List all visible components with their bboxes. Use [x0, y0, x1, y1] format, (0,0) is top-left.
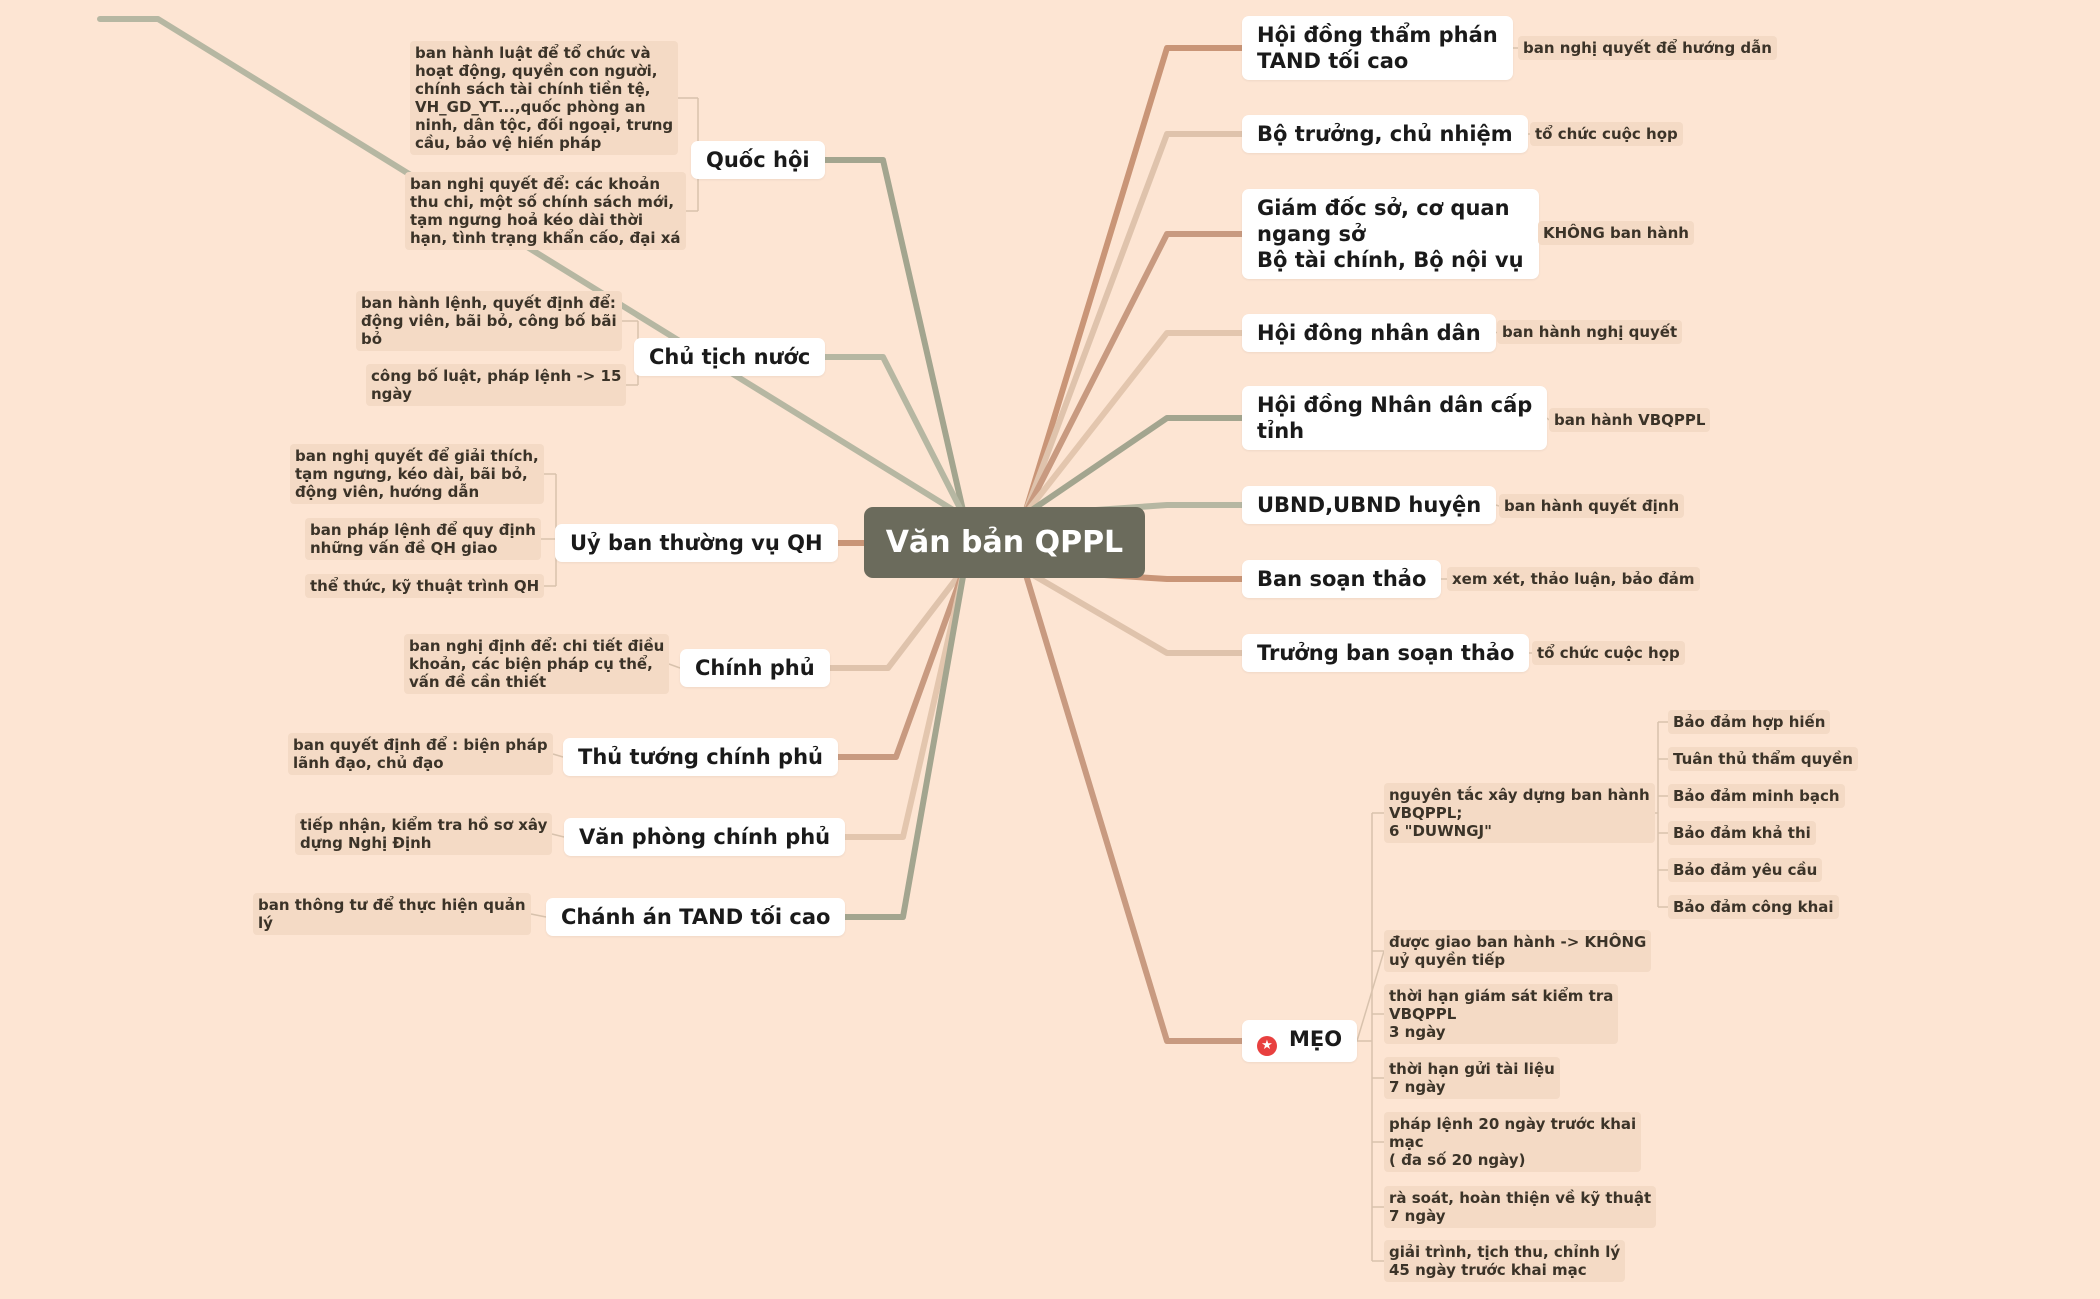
principle-item: Bảo đảm hợp hiến	[1668, 710, 1831, 734]
note-connector	[530, 913, 547, 918]
topic-truong-ban-soan-thao[interactable]: Trưởng ban soạn thảo	[1242, 634, 1530, 672]
topic-hdnd-cap-tinh[interactable]: Hội đồng Nhân dân cấp tỉnh	[1242, 386, 1548, 450]
note-chu-tich-cong-bo: công bố luật, pháp lệnh -> 15 ngày	[366, 364, 627, 406]
note-connector	[1356, 950, 1385, 1042]
principle-item: Bảo đảm minh bạch	[1668, 784, 1845, 808]
note-quoc-hoi-nghi-quyet: ban nghị quyết để: các khoản thu chi, mộ…	[405, 172, 686, 250]
note-chinh-phu: ban nghị định để: chi tiết điều khoản, c…	[404, 634, 670, 694]
topic-giam-doc-so[interactable]: Giám đốc sở, cơ quan ngang sở Bộ tài chí…	[1242, 189, 1539, 279]
topic-bo-truong[interactable]: Bộ trưởng, chủ nhiệm	[1242, 115, 1528, 153]
principle-item: Bảo đảm yêu cầu	[1668, 858, 1823, 882]
note-chu-tich-lenh: ban hành lệnh, quyết định để: động viên,…	[356, 291, 622, 351]
note-bo-truong: tổ chức cuộc họp	[1530, 122, 1683, 146]
topic-uy-ban-thuong-vu[interactable]: Uỷ ban thường vụ QH	[555, 524, 838, 562]
topic-meo-label: MẸO	[1289, 1027, 1343, 1051]
branch-line	[1021, 567, 1245, 656]
central-topic[interactable]: Văn bản QPPL	[864, 507, 1145, 578]
note-van-phong: tiếp nhận, kiểm tra hồ sơ xây dựng Nghị …	[295, 813, 553, 855]
note-quoc-hoi-luat: ban hành luật để tổ chức và hoạt động, q…	[410, 41, 679, 155]
topic-chu-tich-nuoc[interactable]: Chủ tịch nước	[634, 338, 826, 376]
branch-line	[842, 565, 968, 840]
branch-line	[827, 565, 968, 671]
principle-item: Bảo đảm công khai	[1668, 895, 1839, 919]
note-meo: được giao ban hành -> KHÔNG uỷ quyền tiế…	[1384, 930, 1652, 972]
note-meo: thời hạn gửi tài liệu 7 ngày	[1384, 1057, 1560, 1099]
note-hdnd-cap-tinh: ban hành VBQPPL	[1549, 408, 1711, 432]
principle-item: Tuân thủ thẩm quyền	[1668, 747, 1858, 771]
branch-line	[1021, 330, 1245, 518]
note-truong-ban-soan-thao: tổ chức cuộc họp	[1532, 641, 1685, 665]
star-icon: ★	[1257, 1036, 1277, 1056]
branch-line	[1021, 231, 1245, 518]
note-connector	[668, 663, 681, 669]
topic-chanh-an[interactable]: Chánh án TAND tối cao	[546, 898, 846, 936]
note-connector	[551, 833, 565, 838]
note-chanh-an: ban thông tư để thực hiện quản lý	[253, 893, 531, 935]
note-meo: pháp lệnh 20 ngày trước khai mạc ( đa số…	[1384, 1112, 1642, 1172]
branch-line	[1021, 567, 1245, 1044]
note-connector	[1495, 504, 1500, 507]
note-ubtv-phap-lenh: ban pháp lệnh để quy định những vấn đề Q…	[305, 518, 541, 560]
note-nguyen-tac: nguyên tắc xây dựng ban hành VBQPPL; 6 "…	[1384, 783, 1655, 843]
note-connector	[552, 753, 564, 758]
branch-line	[822, 157, 968, 520]
note-ubnd: ban hành quyết định	[1499, 494, 1685, 518]
topic-ban-soan-thao[interactable]: Ban soạn thảo	[1242, 560, 1442, 598]
note-ban-soan-thao: xem xét, thảo luận, bảo đảm	[1447, 567, 1700, 591]
note-meo: thời hạn giám sát kiểm tra VBQPPL 3 ngày	[1384, 984, 1619, 1044]
topic-hoi-dong-nhan-dan[interactable]: Hội đông nhân dân	[1242, 314, 1496, 352]
topic-chinh-phu[interactable]: Chính phủ	[680, 649, 830, 687]
note-connector	[1546, 417, 1550, 421]
note-thu-tuong: ban quyết định để : biện pháp lãnh đạo, …	[288, 733, 553, 775]
note-connector	[1495, 331, 1498, 334]
note-ubtv-nghi-quyet: ban nghị quyết để giải thích, tạm ngưng,…	[290, 444, 544, 504]
branch-line	[822, 354, 968, 520]
note-hoi-dong-tham-phan: ban nghị quyết để hướng dẫn	[1518, 36, 1777, 60]
note-ubtv-the-thuc: thể thức, kỹ thuật trình QH	[305, 574, 545, 598]
branch-line	[835, 565, 968, 760]
note-meo: giải trình, tịch thu, chỉnh lý 45 ngày t…	[1384, 1240, 1626, 1282]
note-hoi-dong-nhan-dan: ban hành nghị quyết	[1497, 320, 1683, 344]
topic-meo[interactable]: ★ MẸO	[1242, 1020, 1358, 1062]
topic-thu-tuong[interactable]: Thủ tướng chính phủ	[563, 738, 838, 776]
branch-line	[1021, 131, 1245, 518]
note-meo: rà soát, hoàn thiện về kỹ thuật 7 ngày	[1384, 1186, 1657, 1228]
branch-line	[1021, 45, 1245, 518]
topic-ubnd[interactable]: UBND,UBND huyện	[1242, 486, 1497, 524]
topic-hoi-dong-tham-phan[interactable]: Hội đồng thẩm phán TAND tối cao	[1242, 16, 1513, 80]
branch-line	[842, 565, 968, 920]
note-giam-doc-so: KHÔNG ban hành	[1538, 221, 1694, 245]
topic-van-phong-chinh-phu[interactable]: Văn phòng chính phủ	[564, 818, 846, 856]
branch-line	[1021, 415, 1245, 518]
principle-item: Bảo đảm khả thi	[1668, 821, 1816, 845]
topic-quoc-hoi[interactable]: Quốc hội	[691, 141, 825, 179]
